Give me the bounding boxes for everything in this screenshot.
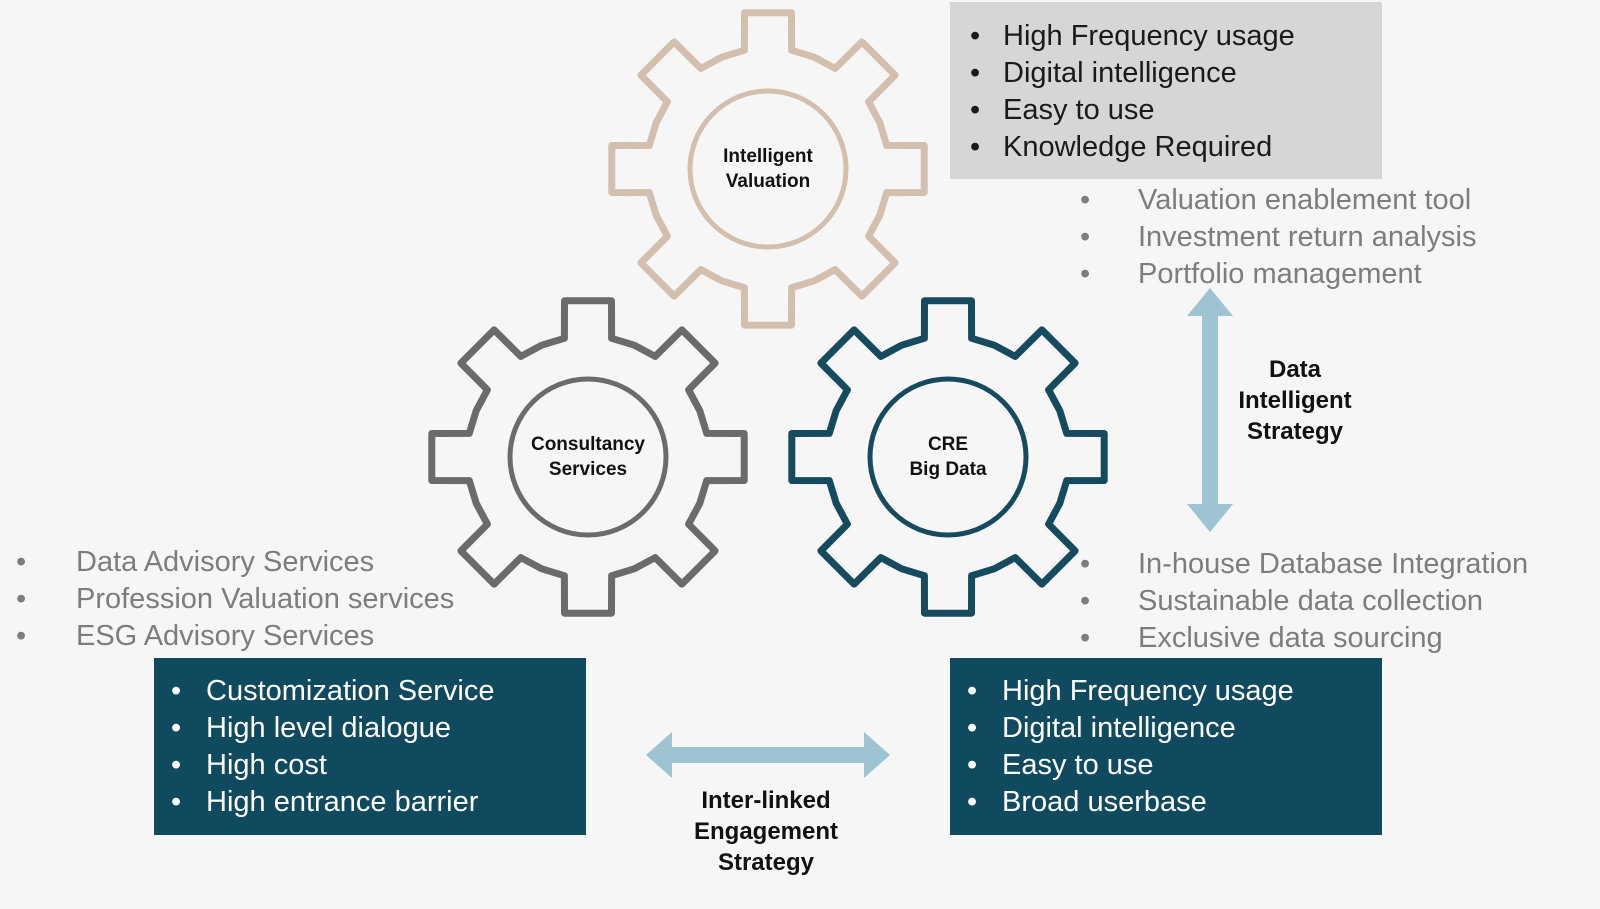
- list-item: • Sustainable data collection: [1080, 583, 1528, 620]
- gear-label-line: Big Data: [909, 459, 987, 480]
- horizontal-double-arrow-icon: [646, 732, 890, 778]
- bullet-icon: •: [1080, 184, 1091, 216]
- list-item: • Knowledge Required: [970, 129, 1295, 166]
- list-item-text: Valuation enablement tool: [1138, 184, 1472, 216]
- list-item-text: Data Advisory Services: [76, 546, 375, 578]
- gear-consultancy-services: Consultancy Services: [425, 294, 751, 620]
- bullet-icon: •: [970, 131, 981, 163]
- list-item-text: High level dialogue: [206, 712, 452, 744]
- list-item: • High Frequency usage: [970, 18, 1295, 55]
- bullet-icon: •: [967, 712, 978, 744]
- list-item: • Portfolio management: [1080, 256, 1476, 293]
- bullet-icon: •: [171, 749, 182, 781]
- bullet-icon: •: [1080, 622, 1091, 654]
- data-sourcing-list: • In-house Database Integration • Sustaina…: [1080, 546, 1528, 657]
- advisory-services-list: • Data Advisory Services • Profession Valu…: [16, 544, 454, 655]
- list-item: • Easy to use: [967, 747, 1294, 784]
- bullet-icon: •: [171, 786, 182, 818]
- list-item: • Easy to use: [970, 92, 1295, 129]
- bullet-icon: •: [967, 675, 978, 707]
- list-item-text: High Frequency usage: [1003, 20, 1295, 52]
- list-item: • ESG Advisory Services: [16, 618, 454, 655]
- list-item: • Exclusive data sourcing: [1080, 620, 1528, 657]
- bullet-icon: •: [1080, 258, 1091, 290]
- list-item-text: ESG Advisory Services: [76, 620, 375, 652]
- feature-list: • High Frequency usage • Digital intellige…: [967, 673, 1294, 821]
- bullet-icon: •: [16, 620, 27, 652]
- list-item-text: Sustainable data collection: [1138, 585, 1484, 617]
- bullet-icon: •: [171, 675, 182, 707]
- list-item-text: In-house Database Integration: [1138, 548, 1529, 580]
- bottom-right-feature-box: • High Frequency usage • Digital intellige…: [950, 658, 1382, 835]
- bullet-icon: •: [1080, 548, 1091, 580]
- vertical-double-arrow-icon: [1187, 288, 1233, 532]
- gear-icon: [608, 9, 928, 329]
- label-line: Data: [1268, 356, 1322, 383]
- gear-label-line: Valuation: [725, 171, 811, 192]
- list-item: • Broad userbase: [967, 784, 1294, 821]
- list-item: • Digital intelligence: [970, 55, 1295, 92]
- bottom-left-feature-box: • Customization Service • High level dialo…: [154, 658, 586, 835]
- feature-list: • Customization Service • High level dialo…: [171, 673, 495, 821]
- list-item-text: Exclusive data sourcing: [1138, 622, 1443, 654]
- list-item: • High Frequency usage: [967, 673, 1294, 710]
- feature-list: • High Frequency usage • Digital intellige…: [970, 18, 1295, 166]
- list-item-text: High cost: [206, 749, 327, 781]
- list-item: • In-house Database Integration: [1080, 546, 1528, 583]
- list-item-text: Knowledge Required: [1003, 131, 1273, 163]
- bullet-icon: •: [171, 712, 182, 744]
- gear-label-line: Consultancy: [530, 434, 646, 455]
- bullet-icon: •: [970, 57, 981, 89]
- list-item-text: Digital intelligence: [1002, 712, 1236, 744]
- label-line: Strategy: [717, 849, 815, 876]
- gear-label-line: Intelligent: [723, 146, 813, 167]
- bullet-icon: •: [1080, 585, 1091, 617]
- label-line: Strategy: [1246, 418, 1344, 445]
- list-item: • High cost: [171, 747, 495, 784]
- list-item: • Investment return analysis: [1080, 219, 1476, 256]
- top-right-feature-box: • High Frequency usage • Digital intellige…: [950, 2, 1382, 179]
- list-item: • Profession Valuation services: [16, 581, 454, 618]
- list-item: • High level dialogue: [171, 710, 495, 747]
- list-item-text: Broad userbase: [1002, 786, 1207, 818]
- valuation-use-list: • Valuation enablement tool • Investment r…: [1080, 182, 1476, 293]
- list-item: • Data Advisory Services: [16, 544, 454, 581]
- label-line: Inter-linked: [701, 787, 831, 814]
- list-item-text: Easy to use: [1002, 749, 1154, 781]
- bullet-icon: •: [967, 749, 978, 781]
- gear-label: CRE Big Data: [848, 432, 1048, 482]
- gear-icon: [428, 297, 748, 617]
- engagement-strategy-label: Inter-linked Engagement Strategy: [676, 785, 856, 878]
- list-item-text: Easy to use: [1003, 94, 1155, 126]
- gear-label: Consultancy Services: [488, 432, 688, 482]
- gear-icon: [788, 297, 1108, 617]
- gear-label: Intelligent Valuation: [668, 144, 868, 194]
- data-intelligent-strategy-label: Data Intelligent Strategy: [1215, 354, 1375, 447]
- bullet-icon: •: [970, 20, 981, 52]
- list-item-text: Digital intelligence: [1003, 57, 1237, 89]
- bullet-icon: •: [1080, 221, 1091, 253]
- gear-label-line: CRE: [927, 434, 969, 455]
- label-line: Engagement: [693, 818, 839, 845]
- list-item: • High entrance barrier: [171, 784, 495, 821]
- label-line: Intelligent: [1238, 387, 1352, 414]
- bullet-icon: •: [16, 546, 27, 578]
- bullet-icon: •: [970, 94, 981, 126]
- list-item-text: Portfolio management: [1138, 258, 1422, 290]
- gear-intelligent-valuation: Intelligent Valuation: [605, 6, 931, 332]
- bullet-icon: •: [967, 786, 978, 818]
- list-item-text: High entrance barrier: [206, 786, 479, 818]
- list-item-text: High Frequency usage: [1002, 675, 1294, 707]
- list-item: • Digital intelligence: [967, 710, 1294, 747]
- gear-cre-big-data: CRE Big Data: [785, 294, 1111, 620]
- bullet-icon: •: [16, 583, 27, 615]
- list-item: • Customization Service: [171, 673, 495, 710]
- list-item-text: Customization Service: [206, 675, 495, 707]
- list-item-text: Investment return analysis: [1138, 221, 1477, 253]
- gear-label-line: Services: [548, 459, 628, 480]
- list-item-text: Profession Valuation services: [76, 583, 455, 615]
- list-item: • Valuation enablement tool: [1080, 182, 1476, 219]
